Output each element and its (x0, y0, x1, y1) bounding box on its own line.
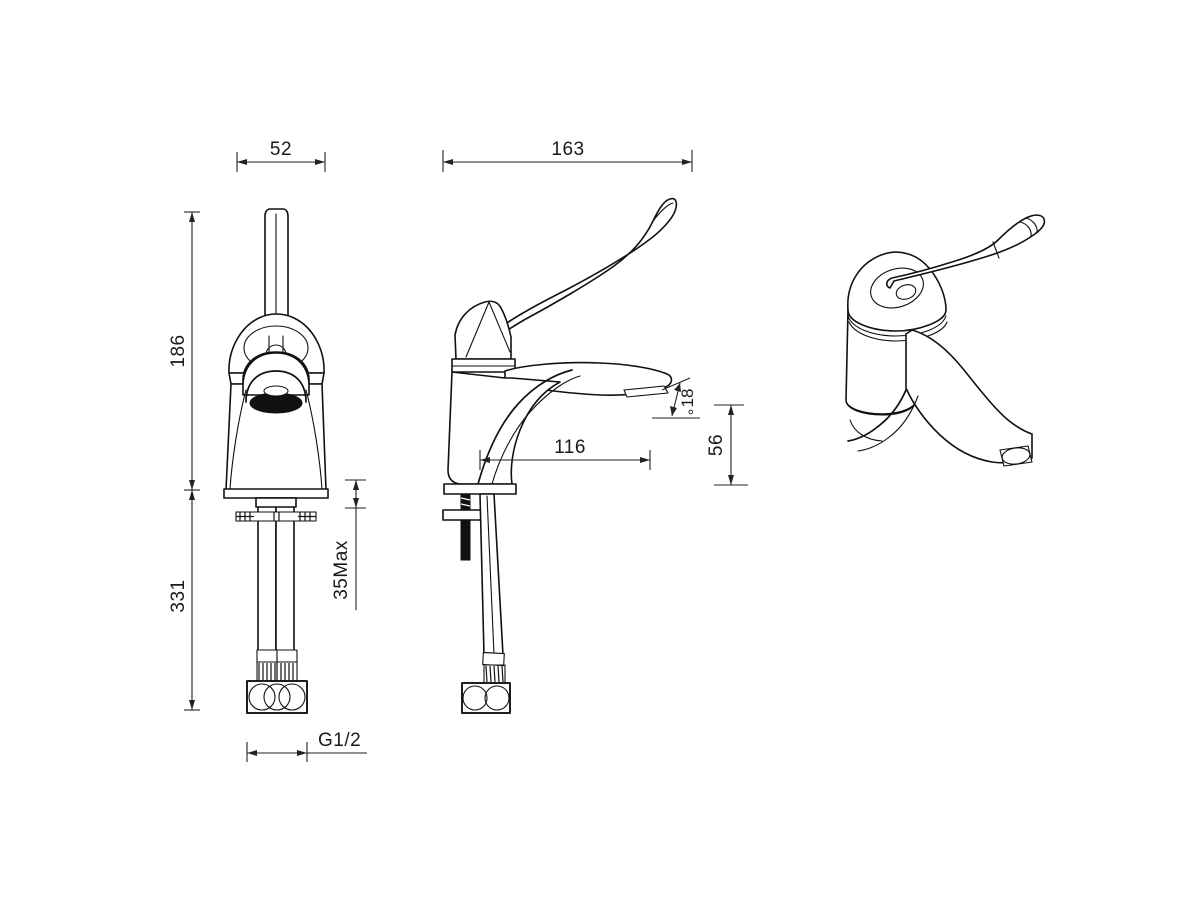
iso-cap-band (847, 315, 947, 337)
front-elevation-view (223, 208, 329, 714)
dim-g12-arrow-left (247, 750, 257, 756)
front-bracket-hatch-left (236, 512, 254, 521)
dimension-186: 186 (168, 211, 200, 491)
dim-35max-label: 35Max (331, 540, 352, 600)
dim-116-label: 116 (554, 437, 586, 458)
dim-g12-label: G1/2 (318, 730, 361, 751)
dim-331-arrow-top (189, 490, 195, 500)
front-cap-dome (228, 313, 325, 374)
side-lever-handle (496, 197, 678, 338)
dimension-116: 116 (479, 437, 651, 470)
iso-body-skirt-edge (849, 419, 883, 442)
front-shank-nut-right (276, 649, 298, 663)
dim-52-arrow-left (237, 159, 247, 165)
dim-18deg-leader (661, 377, 691, 391)
front-shank-right (275, 497, 295, 657)
iso-spout-tip (999, 445, 1033, 467)
front-aerator-inner-overlay (263, 385, 289, 397)
dim-56-arrow-bottom (728, 475, 734, 485)
side-tail-collar (482, 651, 505, 667)
dimension-18deg: 18 ° (652, 377, 704, 419)
dimension-35max: 35Max (331, 479, 366, 610)
dim-g12-arrow-right (297, 750, 307, 756)
side-body-sweep-line (477, 369, 573, 485)
dim-331-arrow-bottom (189, 700, 195, 710)
dim-331-label: 331 (168, 579, 189, 612)
iso-lever-arm (886, 214, 1046, 289)
side-body-profile (447, 371, 561, 485)
dim-18deg-arrow-bottom (670, 406, 677, 416)
dim-56-arrow-top (728, 405, 734, 415)
side-tail-thread-hatch (485, 665, 504, 683)
dim-52-label: 52 (270, 139, 292, 160)
side-elevation-view (442, 197, 678, 714)
side-tail-pipe-centerline (486, 495, 495, 655)
front-base-flange (223, 488, 329, 499)
front-connector-port-center (263, 683, 291, 711)
iso-spout-body (905, 329, 1033, 464)
side-aerator-tip (623, 385, 669, 398)
front-spout-outlet-curve-overlay (245, 370, 307, 403)
isometric-view (845, 214, 1046, 467)
side-connector-port-right (484, 685, 510, 711)
side-connector-outline (461, 682, 511, 714)
dim-35max-arrow-bottom (353, 498, 359, 508)
iso-handle-socket-inner (895, 284, 917, 300)
front-body-dome-overlay (242, 352, 310, 396)
iso-lever-tip-line (1025, 217, 1038, 234)
dim-56-label: 56 (706, 434, 727, 456)
iso-aerator-ring (1001, 447, 1031, 465)
front-thread-right (276, 661, 298, 683)
front-skirt-rib-right (305, 389, 323, 490)
side-tail-pipe (479, 493, 504, 656)
iso-body-bottom-ellipse (845, 399, 917, 416)
dimension-g12: G1/2 (246, 730, 367, 762)
dimension-163: 163 (442, 139, 693, 172)
front-shank-collar (255, 497, 297, 508)
iso-cap-band-2 (848, 321, 948, 342)
dim-186-arrow-bottom (189, 480, 195, 490)
iso-lever-tip-line-2 (1019, 221, 1032, 238)
dim-18deg-arrow-top (674, 383, 681, 392)
front-connector-port-left (248, 683, 276, 711)
side-wedge-fold-a (465, 301, 490, 358)
iso-spout-underside-2 (857, 395, 919, 452)
dim-186-label: 186 (168, 334, 189, 367)
dimension-56: 56 (706, 404, 748, 486)
side-connector-port-left (462, 685, 488, 711)
side-wedge-fold-b (488, 301, 511, 353)
side-body-sweep-line-2 (491, 375, 581, 485)
dim-52-arrow-right (315, 159, 325, 165)
side-stud-lower (460, 519, 471, 561)
dim-18deg-unit: ° (685, 409, 704, 416)
side-lever-tip (652, 202, 674, 222)
dim-116-arrow-right (640, 457, 650, 463)
front-connector-block-outline (246, 680, 308, 714)
front-bracket-hatch-center (273, 512, 280, 521)
dim-18deg-label: 18 (678, 389, 697, 408)
front-shank-nut-left (256, 649, 278, 663)
side-connector-block (461, 682, 511, 714)
dimension-331: 331 (168, 490, 200, 711)
front-bracket-hatch-right (298, 512, 316, 521)
iso-lever-crease (992, 241, 1000, 259)
iso-spout-underside (847, 389, 907, 442)
dim-186-arrow-top (189, 212, 195, 222)
side-base-plate (443, 483, 517, 495)
front-skirt-rib-left (229, 389, 247, 490)
dim-163-label: 163 (551, 139, 584, 160)
dim-163-arrow-right (682, 159, 692, 165)
dim-163-arrow-left (443, 159, 453, 165)
dim-116-arrow-left (480, 457, 490, 463)
dimension-52: 52 (236, 139, 326, 172)
front-thread-hatch (258, 663, 294, 681)
dim-35max-arrow-top (353, 480, 359, 490)
side-handle-wedge (454, 300, 512, 360)
front-pivot-stem (268, 335, 284, 353)
front-connector-port-right (278, 683, 306, 711)
front-shank-left (257, 497, 277, 657)
